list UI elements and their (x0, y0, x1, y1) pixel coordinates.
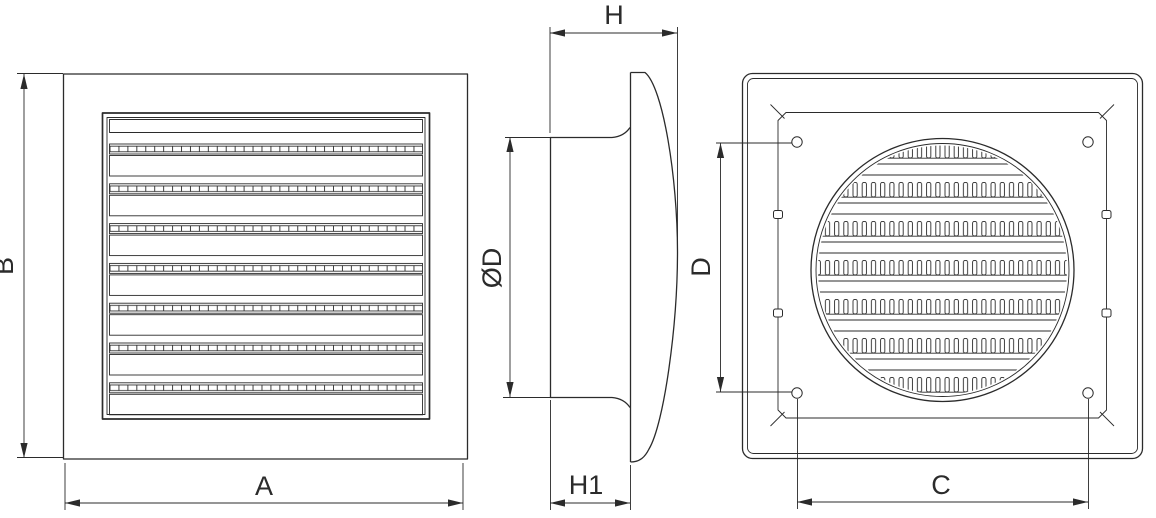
dim-label-duct-depth: H1 (569, 470, 604, 500)
dim-label-hole-spacing-horizontal: C (931, 470, 951, 500)
front-slat (109, 354, 423, 376)
duct-opening-outer-circle (810, 137, 1075, 403)
dimension-a: A (64, 463, 464, 510)
screw-holes (791, 136, 1094, 399)
screw-hole-top-left (791, 136, 803, 148)
back-comb-teeth (818, 377, 1067, 392)
screw-hole-bottom-left (791, 387, 803, 399)
front-view (62, 73, 469, 460)
duct-top-edge (550, 127, 631, 139)
front-comb-strip (109, 342, 423, 354)
front-comb-strip (109, 143, 423, 155)
dimension-h: H (549, 0, 678, 255)
front-slat (109, 155, 423, 177)
back-band-rail (818, 274, 1067, 282)
mounting-tabs (773, 210, 1112, 318)
back-comb-teeth (818, 221, 1067, 236)
flange-front-profile (630, 71, 679, 463)
dimension-duct-diameter: ØD (477, 137, 550, 398)
back-comb-teeth (818, 145, 1067, 158)
back-view (741, 72, 1144, 460)
back-comb-teeth (818, 260, 1067, 275)
duct-bottom-edge (550, 396, 631, 408)
front-comb-strip (109, 382, 423, 394)
back-band-rail (818, 157, 1067, 165)
dimension-c: C (797, 399, 1089, 509)
front-slat (109, 314, 423, 336)
front-louver-rows (109, 143, 423, 416)
front-comb-strip (109, 262, 423, 274)
back-band-rail (818, 352, 1067, 360)
back-band-rail (818, 235, 1067, 243)
dimension-b: B (0, 73, 63, 458)
dimension-d: D (686, 142, 792, 393)
screw-hole-bottom-right (1082, 387, 1094, 399)
back-band-rail (818, 313, 1067, 321)
back-comb-teeth (818, 299, 1067, 314)
front-comb-strip (109, 302, 423, 314)
dim-label-hole-spacing-vertical: D (686, 257, 716, 277)
screw-hole-top-right (1082, 136, 1094, 148)
side-view (549, 71, 679, 463)
dimension-h1: H1 (550, 400, 631, 510)
back-comb-teeth (818, 182, 1067, 197)
back-band-rail (818, 196, 1067, 204)
front-outer-frame (62, 73, 469, 460)
back-outer-frame-inner-line (747, 78, 1138, 454)
corner-break-ticks (770, 104, 1115, 427)
front-comb-strip (109, 183, 423, 195)
back-comb-teeth (818, 338, 1067, 353)
front-slat (109, 393, 423, 416)
front-louver-panel-border (101, 112, 431, 420)
dim-label-width: A (255, 471, 273, 501)
dim-label-height: B (0, 257, 19, 275)
back-band-rail (818, 391, 1067, 395)
dim-label-total-depth: H (604, 0, 624, 30)
front-comb-strip (109, 223, 423, 235)
front-top-slat (109, 119, 423, 133)
front-slat (109, 194, 423, 217)
dim-label-duct-diameter: ØD (477, 248, 507, 289)
duct-opening-inner-circle (815, 143, 1070, 397)
front-slat (109, 274, 423, 296)
front-slat (109, 234, 423, 257)
back-outer-frame (741, 72, 1144, 460)
